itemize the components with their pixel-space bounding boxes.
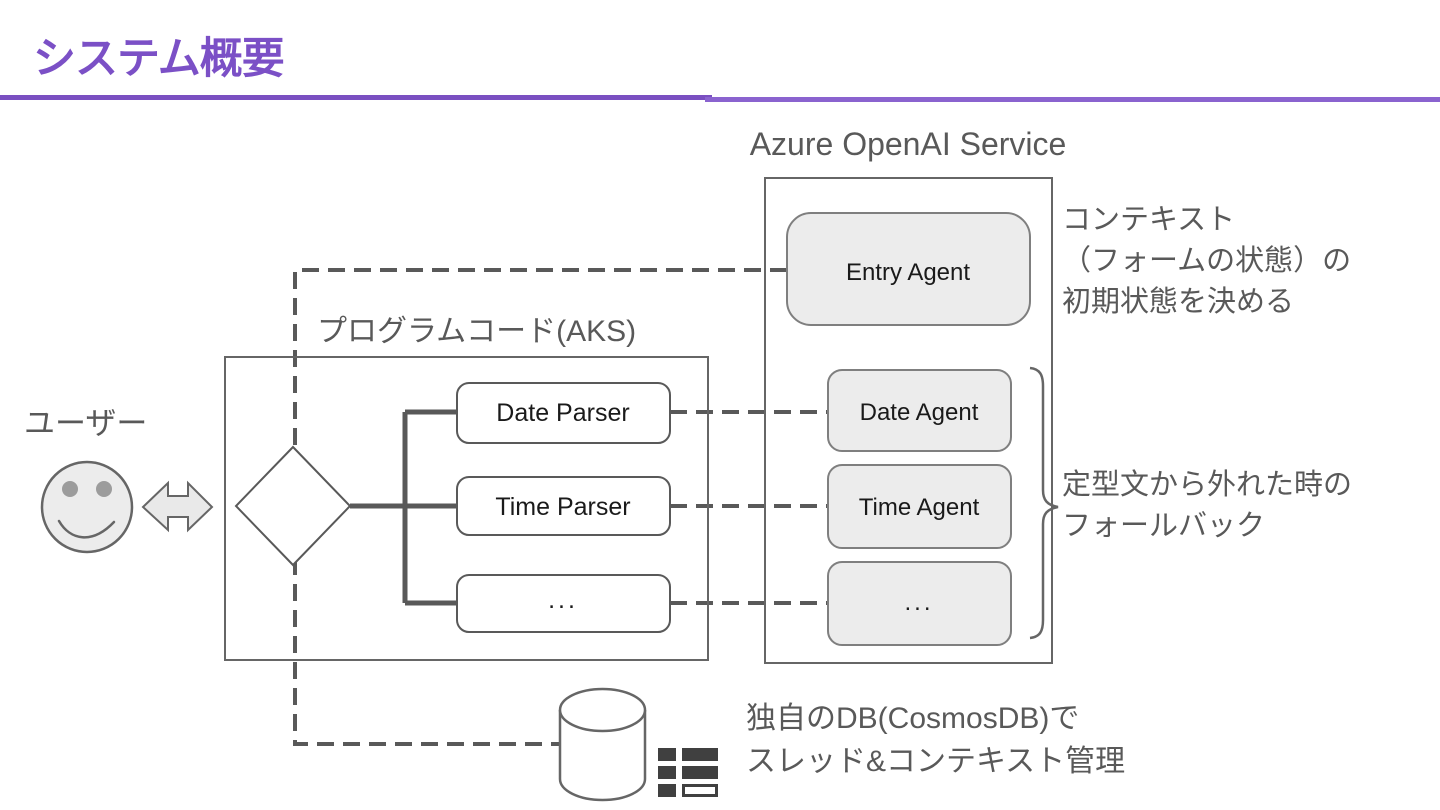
page-title: システム概要 [33,35,285,83]
branch-connector [350,409,457,606]
double-arrow-icon [141,480,214,533]
fallback-brace [1029,366,1059,640]
azure-group-label: Azure OpenAI Service [750,126,1067,162]
entry-agent-label: Entry Agent [846,259,970,286]
azure-group-box [764,177,1053,664]
fallback-annotation: 定型文から外れた時の フォールバック [1062,469,1353,543]
agent-more-label: ... [904,589,933,616]
date-parser-box [456,382,671,444]
decision-diamond [234,445,352,567]
smiley-user-icon [40,460,134,554]
date-agent-box [827,369,1012,452]
aks-group-box [224,356,709,661]
agent-more-box [827,561,1012,646]
title-underline-right [705,97,1440,102]
time-parser-label: Time Parser [495,493,630,521]
database-cylinder-icon [558,687,647,802]
entry-agent-box [786,212,1031,326]
date-parser-label: Date Parser [496,399,629,427]
db-annotation: 独自のDB(CosmosDB)で スレッド&コンテキスト管理 [746,702,1126,778]
context-annotation: コンテキスト （フォームの状態）の 初期状態を決める [1062,204,1352,319]
table-list-icon [658,748,718,797]
user-label: ユーザー [24,406,147,441]
title-underline-left [0,95,712,100]
time-agent-label: Time Agent [859,494,980,521]
time-agent-box [827,464,1012,549]
time-parser-box [456,476,671,536]
aks-group-label: プログラムコード(AKS) [317,315,636,348]
parser-more-label: ... [548,586,578,614]
date-agent-label: Date Agent [860,399,979,426]
parser-more-box [456,574,671,633]
